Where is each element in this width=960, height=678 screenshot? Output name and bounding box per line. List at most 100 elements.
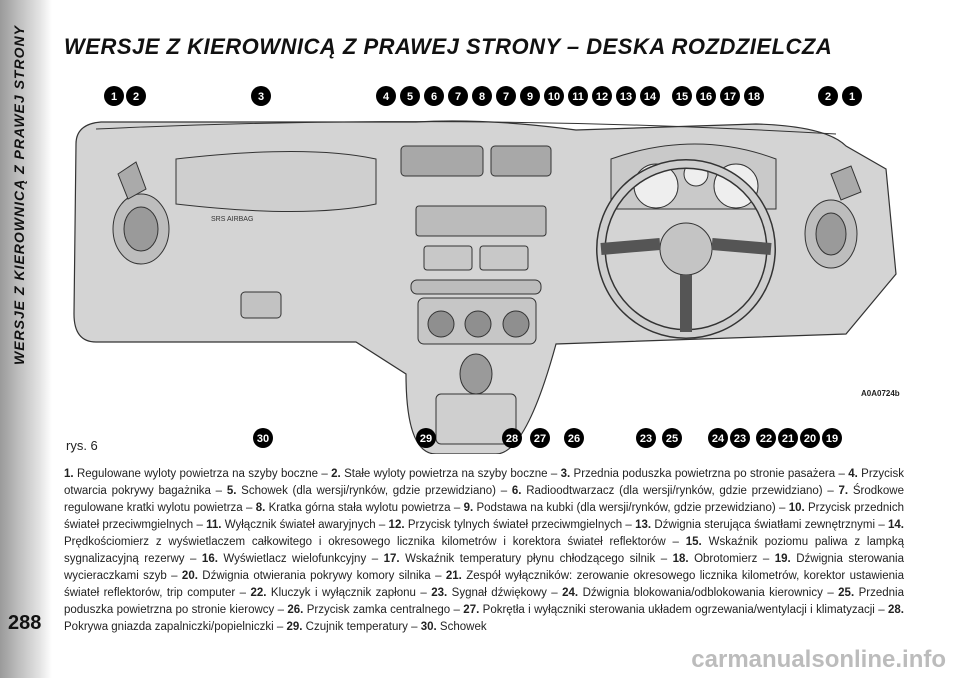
legend-text: Sygnał dźwiękowy bbox=[447, 587, 547, 599]
callout-5: 5 bbox=[400, 86, 420, 106]
legend-text: Prędkościomierz z wyświetlaczem całkowit… bbox=[64, 536, 666, 548]
legend-number: 16. bbox=[201, 553, 218, 565]
legend-text: Dźwignia otwierania pokrywy komory silni… bbox=[197, 570, 431, 582]
svg-text:28: 28 bbox=[506, 433, 518, 445]
callout-7: 7 bbox=[448, 86, 468, 106]
svg-text:24: 24 bbox=[712, 433, 725, 445]
callout-23b: 23 bbox=[730, 428, 750, 448]
legend-text: Wskaźnik poziomu paliwa z lampką sygnali… bbox=[64, 536, 904, 565]
legend-number: 28. bbox=[887, 604, 904, 616]
svg-text:19: 19 bbox=[826, 433, 838, 445]
svg-text:2: 2 bbox=[133, 91, 139, 103]
svg-text:1: 1 bbox=[111, 91, 117, 103]
svg-text:5: 5 bbox=[407, 91, 413, 103]
legend-number: 19. bbox=[774, 553, 791, 565]
legend-number: 6. bbox=[511, 485, 522, 497]
legend-number: 21. bbox=[445, 570, 462, 582]
callout-21: 21 bbox=[778, 428, 798, 448]
legend-text: Dźwignia sterująca światłami zewnętrznym… bbox=[651, 519, 876, 531]
callout-19: 19 bbox=[822, 428, 842, 448]
callout-2b: 2 bbox=[818, 86, 838, 106]
legend-text: Przednia poduszka powietrzna po stronie … bbox=[64, 587, 904, 616]
legend-number: 24. bbox=[562, 587, 579, 599]
svg-text:12: 12 bbox=[596, 91, 608, 103]
legend-number: 1. bbox=[64, 468, 74, 480]
legend-number: 9. bbox=[463, 502, 474, 514]
page-number: 288 bbox=[8, 612, 42, 634]
legend-text: Przycisk przednich świateł przeciwmgieln… bbox=[64, 502, 904, 531]
legend-text: Regulowane wyloty powietrza na szyby boc… bbox=[73, 468, 319, 480]
callout-20: 20 bbox=[800, 428, 820, 448]
legend-number: 7. bbox=[838, 485, 849, 497]
legend-text: Zespół wyłączników: zerowanie okresowego… bbox=[64, 570, 904, 599]
svg-text:22: 22 bbox=[760, 433, 772, 445]
sidebar: WERSJE Z KIEROWNICĄ Z PRAWEJ STRONY 288 bbox=[0, 0, 52, 678]
legend-number: 13. bbox=[635, 519, 652, 531]
page-title: WERSJE Z KIEROWNICĄ Z PRAWEJ STRONY – DE… bbox=[64, 34, 833, 59]
callout-14: 14 bbox=[640, 86, 660, 106]
callout-27: 27 bbox=[530, 428, 550, 448]
legend-number: 18. bbox=[672, 553, 689, 565]
svg-text:11: 11 bbox=[572, 91, 584, 103]
legend-number: 4. bbox=[848, 468, 858, 480]
svg-text:30: 30 bbox=[257, 433, 269, 445]
callout-26: 26 bbox=[564, 428, 584, 448]
legend-number: 8. bbox=[255, 502, 266, 514]
legend-text: Przednia poduszka powietrzna po stronie … bbox=[570, 468, 836, 480]
callout-23: 23 bbox=[636, 428, 656, 448]
svg-text:25: 25 bbox=[666, 433, 678, 445]
legend-text: Pokrętła i wyłączniki sterowania układem… bbox=[479, 604, 875, 616]
svg-text:14: 14 bbox=[644, 91, 657, 103]
svg-text:9: 9 bbox=[527, 91, 533, 103]
legend-text: Wyłącznik świateł awaryjnych bbox=[221, 519, 376, 531]
legend-text: Przycisk zamka centralnego bbox=[303, 604, 451, 616]
svg-text:18: 18 bbox=[748, 91, 760, 103]
legend-paragraph: 1. Regulowane wyloty powietrza na szyby … bbox=[64, 468, 904, 633]
callout-25: 25 bbox=[662, 428, 682, 448]
legend-number: 17. bbox=[383, 553, 400, 565]
callout-4: 4 bbox=[376, 86, 396, 106]
legend-text: Czujnik temperatury bbox=[302, 621, 408, 633]
callout-9: 9 bbox=[520, 86, 540, 106]
dashboard-figure: SRS AIRBAG A0A0724b bbox=[56, 74, 958, 455]
callout-7b: 7 bbox=[496, 86, 516, 106]
callout-3: 3 bbox=[251, 86, 271, 106]
legend-number: 22. bbox=[250, 587, 267, 599]
callout-29: 29 bbox=[416, 428, 436, 448]
svg-text:8: 8 bbox=[479, 91, 485, 103]
callouts-top: 1 2 3 4 5 6 7 8 7 9 10 11 12 13 14 15 16… bbox=[104, 86, 862, 106]
legend-text: Wyświetlacz wielofunkcyjny bbox=[217, 553, 367, 565]
svg-text:1: 1 bbox=[849, 91, 855, 103]
svg-text:27: 27 bbox=[534, 433, 546, 445]
svg-text:21: 21 bbox=[782, 433, 794, 445]
legend-text: Obrotomierz bbox=[688, 553, 758, 565]
callout-8: 8 bbox=[472, 86, 492, 106]
legend-text: Dźwignia sterowania wycieraczkami szyb bbox=[64, 553, 904, 582]
callout-24: 24 bbox=[708, 428, 728, 448]
svg-text:4: 4 bbox=[383, 91, 390, 103]
legend-text: Dźwignia blokowania/odblokowania kierown… bbox=[578, 587, 823, 599]
callout-6: 6 bbox=[424, 86, 444, 106]
svg-text:2: 2 bbox=[825, 91, 831, 103]
legend-text: Przycisk otwarcia pokrywy bagażnika bbox=[64, 468, 904, 497]
legend-text: Stałe wyloty powietrza na szyby boczne bbox=[340, 468, 548, 480]
callout-22: 22 bbox=[756, 428, 776, 448]
callout-17: 17 bbox=[720, 86, 740, 106]
svg-text:7: 7 bbox=[455, 91, 461, 103]
svg-text:16: 16 bbox=[700, 91, 712, 103]
callout-10: 10 bbox=[544, 86, 564, 106]
figure-code: A0A0724b bbox=[861, 389, 900, 398]
svg-text:20: 20 bbox=[804, 433, 816, 445]
legend-text: Pokrywa gniazda zapalniczki/popielniczki bbox=[64, 621, 274, 633]
legend-number: 27. bbox=[463, 604, 480, 616]
legend-number: 2. bbox=[331, 468, 341, 480]
legend-number: 14. bbox=[887, 519, 904, 531]
legend-text: Wskaźnik temperatury płynu chłodzącego s… bbox=[399, 553, 656, 565]
legend-text: Schowek bbox=[436, 621, 487, 633]
callout-1b: 1 bbox=[842, 86, 862, 106]
legend-number: 10. bbox=[788, 502, 805, 514]
callout-12: 12 bbox=[592, 86, 612, 106]
svg-text:6: 6 bbox=[431, 91, 437, 103]
svg-text:15: 15 bbox=[676, 91, 688, 103]
svg-text:3: 3 bbox=[258, 91, 264, 103]
